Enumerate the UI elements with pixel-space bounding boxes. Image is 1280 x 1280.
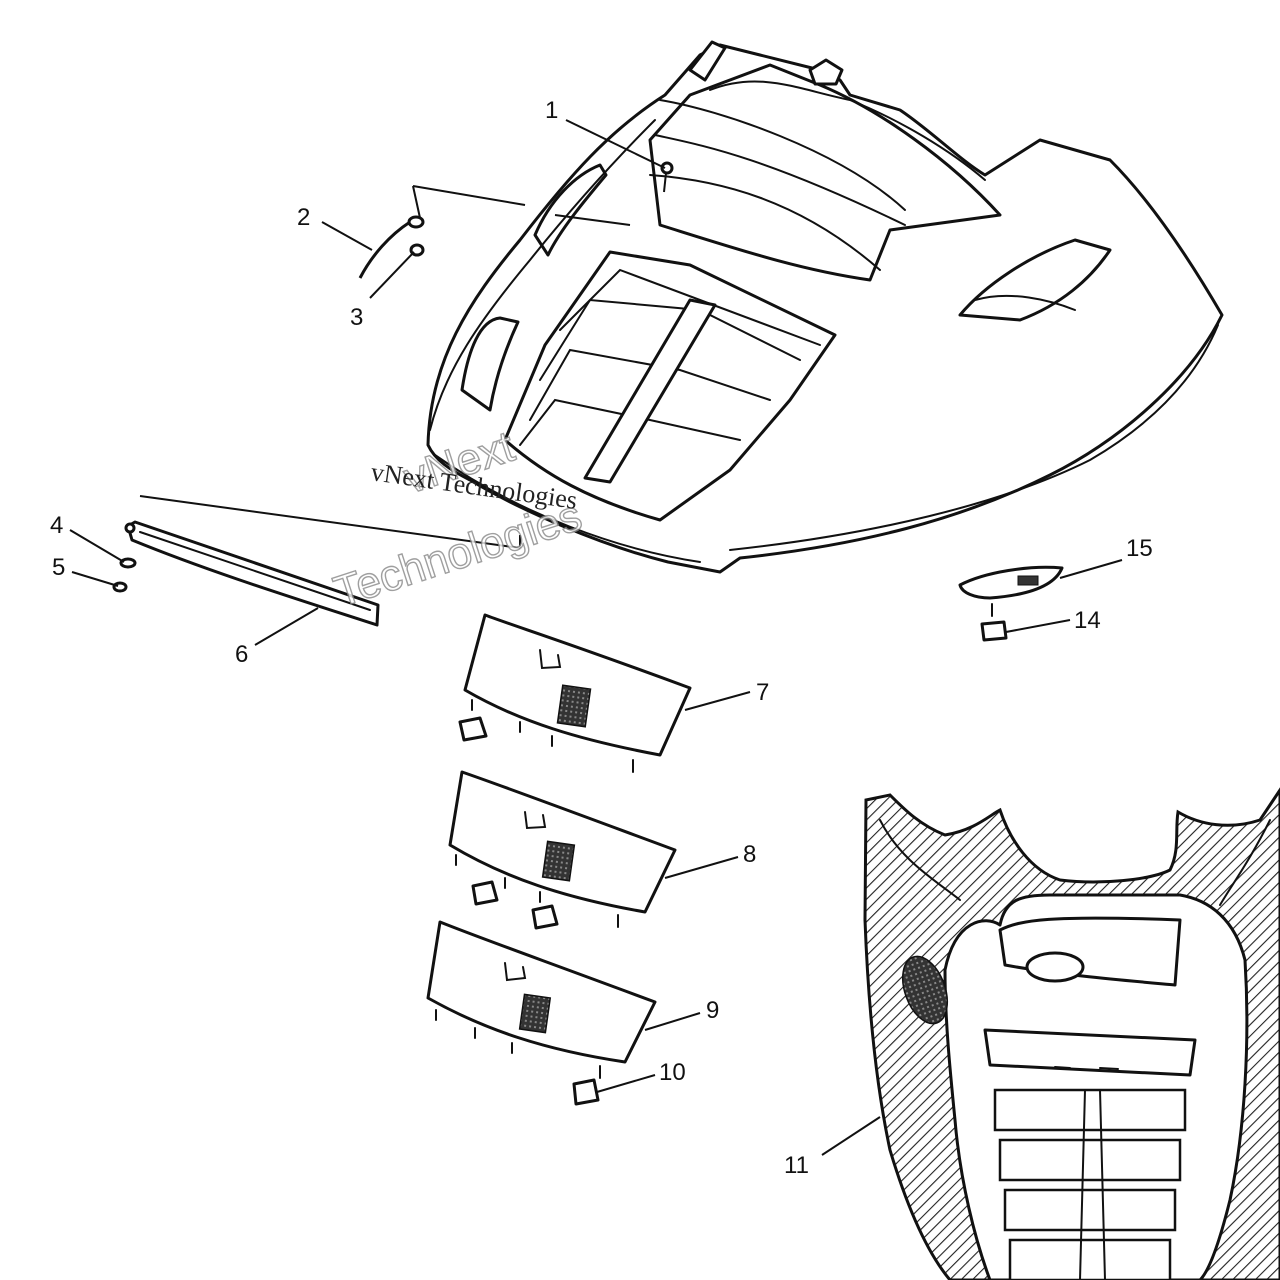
callout-6: 6: [235, 641, 248, 668]
callout-2: 2: [297, 204, 310, 231]
assembly-leaders: [139, 185, 631, 549]
part-14-clip[interactable]: [980, 620, 1008, 642]
callout-4: 4: [50, 512, 63, 539]
callout-8: 8: [743, 841, 756, 868]
hood-assembly: [426, 40, 1224, 574]
part-6-trim-bar[interactable]: [124, 520, 380, 627]
part-1-screw[interactable]: [660, 161, 674, 193]
callout-15: 15: [1126, 535, 1153, 562]
part-11-hood-liner[interactable]: [863, 787, 1280, 1280]
part-7-grille-panel[interactable]: [463, 613, 692, 773]
callouts: 1 2 3 4 5 6 7 8 9 10 11 14 15: [50, 97, 1153, 1179]
callout-14: 14: [1074, 607, 1101, 634]
callout-3: 3: [350, 304, 363, 331]
callout-5: 5: [52, 554, 65, 581]
part-9-grille-panel[interactable]: [426, 920, 657, 1079]
callout-11: 11: [784, 1152, 809, 1179]
part-5-nut[interactable]: [112, 581, 128, 593]
part-8-grille-panel[interactable]: [448, 770, 677, 928]
part-15-emblem[interactable]: [958, 565, 1064, 617]
part-7-clip[interactable]: [458, 716, 488, 742]
callout-1: 1: [545, 97, 558, 124]
part-8-clip-a[interactable]: [471, 880, 499, 906]
part-2-trim-strip[interactable]: [358, 220, 411, 279]
part-10-clip[interactable]: [572, 1078, 600, 1106]
part-8-clip-b[interactable]: [531, 904, 559, 930]
callout-9: 9: [706, 997, 719, 1024]
part-4-washer[interactable]: [119, 557, 137, 569]
part-3-fasteners[interactable]: [407, 215, 425, 257]
callout-7: 7: [756, 679, 769, 706]
callout-10: 10: [659, 1059, 686, 1086]
